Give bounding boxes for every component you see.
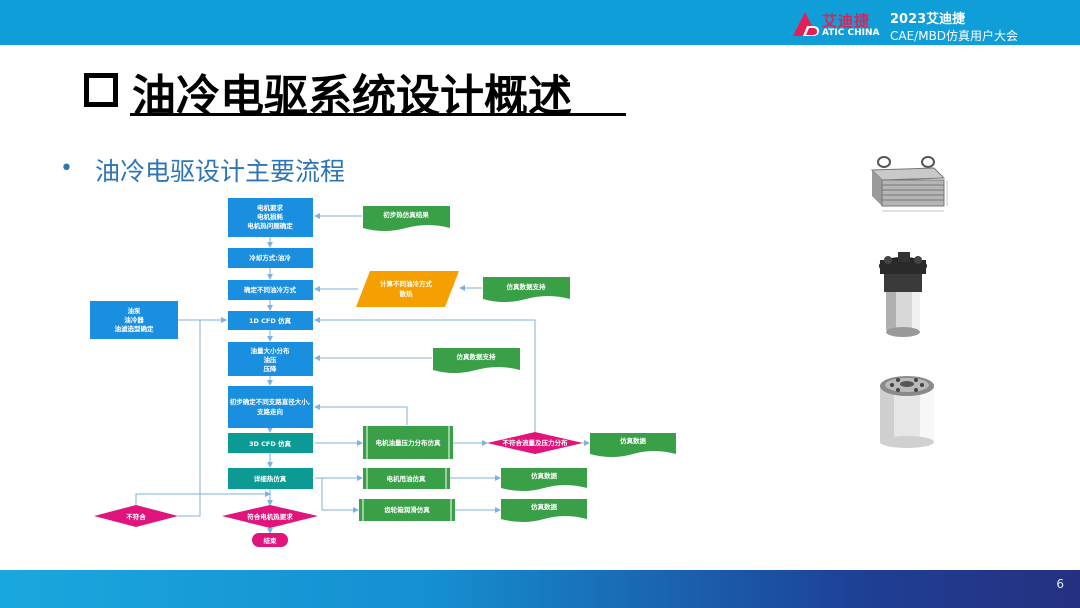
label-motor-req-2: 电机损耗 xyxy=(257,212,284,221)
title-underline xyxy=(130,113,626,116)
label-detail-thermal: 详细热仿真 xyxy=(254,474,287,483)
label-motor-req-3: 电机热问题确定 xyxy=(247,221,293,230)
label-oil-cooling-scheme: 确定不同油冷方式 xyxy=(244,285,297,294)
terminal-end xyxy=(252,533,288,547)
flow-connectors xyxy=(135,213,590,534)
oil-cooler-icon xyxy=(870,156,948,212)
doc-sim-support-2 xyxy=(433,348,520,373)
label-calc-2: 散热 xyxy=(400,289,414,298)
label-sim-data-2: 仿真数据 xyxy=(531,471,558,480)
oil-pump-icon xyxy=(879,252,927,337)
label-3d-cfd: 3D CFD 仿真 xyxy=(249,439,292,448)
label-end: 结束 xyxy=(264,536,278,545)
decision-meet-thermal xyxy=(222,505,318,528)
label-init-thermal: 初步热仿真结果 xyxy=(383,210,429,219)
decision-flow-pressure xyxy=(487,432,583,454)
box-motor-oil-pressure xyxy=(363,426,453,459)
decision-not-meet xyxy=(94,505,178,527)
atic-logo-icon xyxy=(793,12,819,36)
page-number: 6 xyxy=(1056,577,1064,591)
bullet-text: 油冷电驱设计主要流程 xyxy=(95,157,346,186)
conference-title: 2023艾迪捷 xyxy=(890,12,966,27)
label-pump-1: 油泵 xyxy=(128,306,142,315)
label-motor-req-1: 电机要求 xyxy=(257,203,284,212)
box-motor-oil-sim xyxy=(363,468,450,489)
oil-filter-icon xyxy=(880,376,934,448)
box-1d-cfd xyxy=(228,311,313,330)
doc-init-thermal xyxy=(363,206,450,231)
label-sim-data-3: 仿真数据 xyxy=(531,502,558,511)
label-sim-support-1: 仿真数据支持 xyxy=(507,282,547,291)
label-oil-flow-2: 油压 xyxy=(264,355,278,364)
box-oil-cooling-scheme xyxy=(228,280,313,300)
label-not-meet: 不符合 xyxy=(126,512,146,521)
label-pump-2: 油冷器 xyxy=(124,315,144,324)
box-pump-selection xyxy=(90,301,178,339)
doc-sim-data-2 xyxy=(501,468,587,491)
label-calc-1: 计算不同油冷方式 xyxy=(380,279,433,288)
doc-sim-data-3 xyxy=(501,499,587,522)
doc-sim-data-1 xyxy=(590,433,676,457)
label-cooling-mode: 冷却方式:油冷 xyxy=(249,253,291,262)
label-not-meet-flow: 不符合流量及压力分布 xyxy=(503,438,569,447)
bullet-icon: • xyxy=(60,156,73,181)
label-pump-3: 油滤选型确定 xyxy=(115,324,155,333)
box-motor-requirements xyxy=(228,198,313,237)
box-detail-thermal xyxy=(228,468,313,489)
box-cooling-mode xyxy=(228,248,313,268)
io-calc-cooling xyxy=(356,271,459,307)
label-gear-lube-sim: 齿轮箱润滑仿真 xyxy=(384,505,430,514)
header-bar xyxy=(0,0,1080,45)
label-motor-oil-sim: 电机甩油仿真 xyxy=(387,474,427,483)
footer-bar xyxy=(0,570,1080,608)
logo-text: 艾迪捷 xyxy=(822,12,871,30)
logo-subtitle: ATIC CHINA xyxy=(822,28,880,38)
box-branch-diameter xyxy=(228,386,313,428)
label-branch-1: 初步确定不同支路直径大小, xyxy=(230,397,310,406)
label-motor-oil-pressure: 电机油量压力分布仿真 xyxy=(376,438,442,447)
label-branch-2: 支路走向 xyxy=(256,407,284,416)
box-3d-cfd xyxy=(228,433,313,453)
conference-subtitle: CAE/MBD仿真用户大会 xyxy=(890,29,1019,43)
box-gear-lube-sim xyxy=(359,499,455,521)
label-meet-thermal: 符合电机热要求 xyxy=(247,512,293,521)
doc-sim-support-1 xyxy=(483,277,570,302)
label-sim-support-2: 仿真数据支持 xyxy=(457,352,497,361)
label-sim-data-1: 仿真数据 xyxy=(620,436,647,445)
box-oil-flow xyxy=(228,342,313,376)
title-square-icon xyxy=(84,73,118,107)
label-oil-flow-1: 油量大小分布 xyxy=(251,346,291,355)
label-1d-cfd: 1D CFD 仿真 xyxy=(249,316,292,325)
label-oil-flow-3: 压降 xyxy=(264,364,278,373)
